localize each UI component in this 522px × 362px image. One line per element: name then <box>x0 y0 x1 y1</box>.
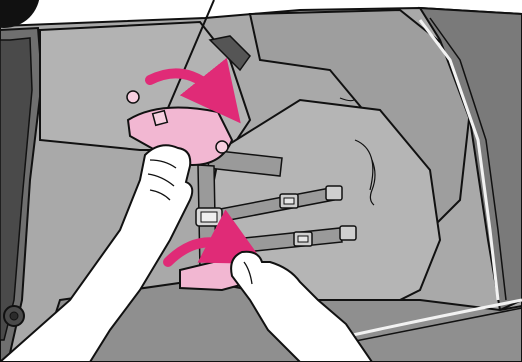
buckle-upper-right <box>326 186 342 200</box>
buckle-upper-left <box>280 194 298 208</box>
rotation-marker-icon <box>216 141 228 153</box>
crotch-buckle <box>196 208 222 226</box>
square-marker-icon <box>153 111 168 126</box>
rotation-marker-icon <box>127 91 139 103</box>
frame-knob-center <box>10 312 18 320</box>
buckle-lower-right <box>340 226 356 240</box>
buckle-lower-left <box>294 232 312 246</box>
